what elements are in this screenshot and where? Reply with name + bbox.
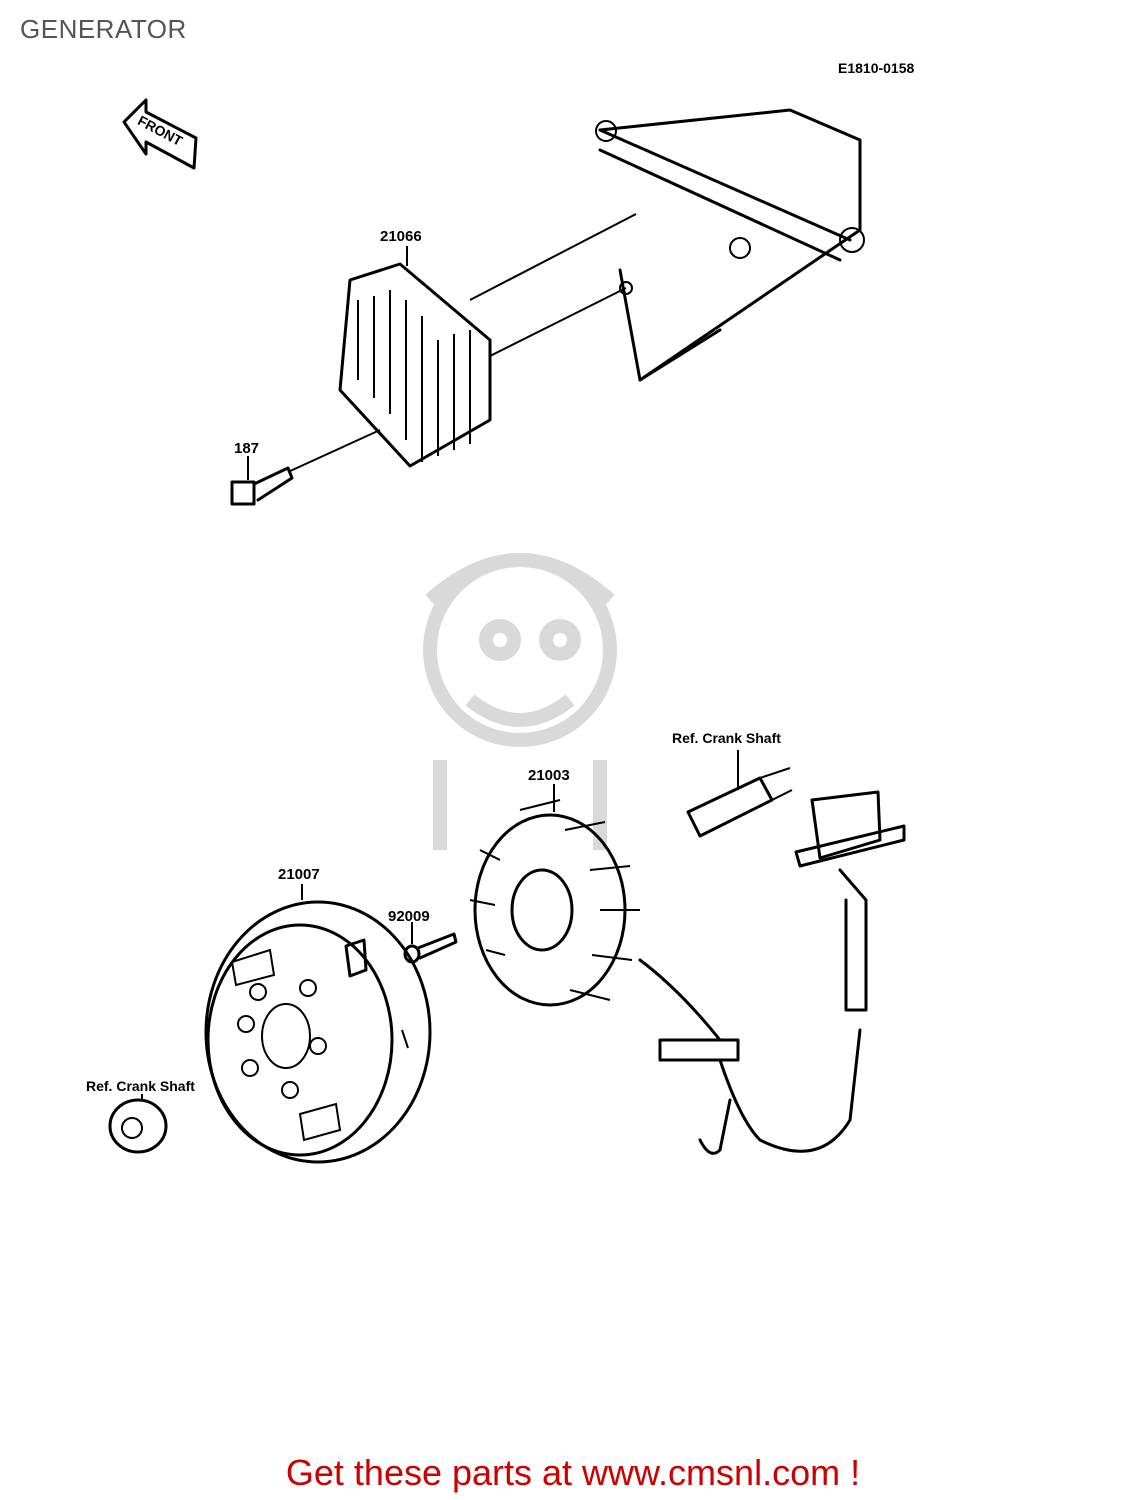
stator-drawing	[469, 799, 862, 1153]
regulator-drawing	[287, 262, 492, 473]
diagram-code: E1810-0158	[838, 60, 915, 76]
part-number-label[interactable]: 21007	[278, 866, 320, 883]
part-number-label[interactable]: 187	[234, 440, 260, 457]
part-number-label[interactable]: 21003	[528, 767, 570, 784]
nut-drawing	[108, 1098, 168, 1154]
flywheel-drawing	[204, 900, 432, 1164]
promo-link[interactable]: Get these parts at www.cmsnl.com !	[285, 1452, 861, 1493]
ref-crank-shaft-label: Ref. Crank Shaft	[672, 730, 781, 746]
frame-drawing	[469, 108, 865, 382]
leader-lines	[141, 246, 555, 1100]
front-arrow-icon: FRONT	[122, 98, 198, 170]
part-number-label[interactable]: 92009	[388, 908, 430, 925]
page-title: GENERATOR	[20, 14, 187, 44]
ref-crank-shaft-label: Ref. Crank Shaft	[86, 1078, 195, 1094]
front-label: FRONT	[135, 112, 185, 149]
part-number-label[interactable]: 21066	[380, 228, 422, 245]
connector-drawing	[698, 790, 906, 1155]
bolt-drawing	[230, 466, 294, 506]
cmsnl-mascot-watermark	[423, 553, 617, 850]
crankshaft-top-drawing	[686, 750, 793, 838]
